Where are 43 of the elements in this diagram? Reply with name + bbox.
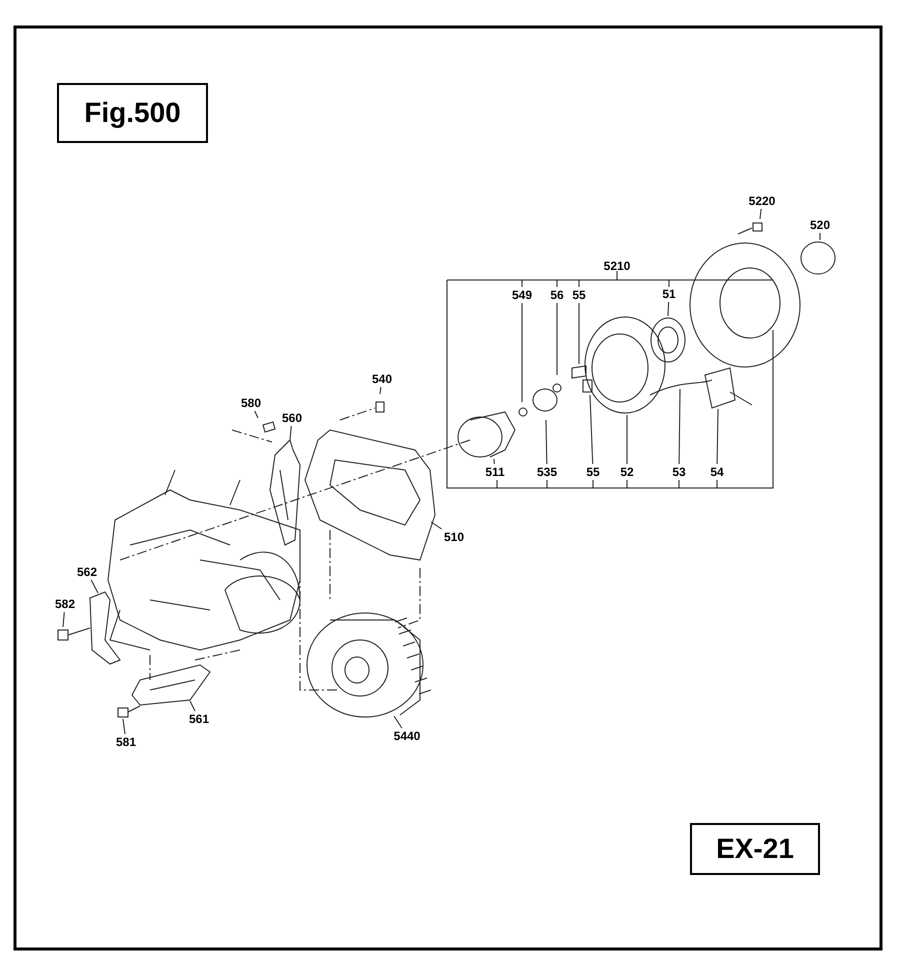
callout-number: 520 <box>810 219 830 231</box>
leader-line <box>494 458 495 464</box>
callout-number: 580 <box>240 397 262 409</box>
callout-number: 582 <box>54 598 76 610</box>
callout-number: 511 <box>485 466 505 478</box>
callout-number: 51 <box>662 288 676 300</box>
leader-line <box>716 408 718 464</box>
callout-number: 5440 <box>394 730 420 742</box>
leader-line <box>190 700 196 712</box>
callout-number: 510 <box>444 531 464 543</box>
leader-line <box>380 386 382 394</box>
callout-number: 549 <box>512 289 532 301</box>
leader-line <box>590 394 594 464</box>
callout-number: 560 <box>282 412 302 424</box>
callout-number: 562 <box>76 566 98 578</box>
callout-number: 561 <box>188 713 210 725</box>
leader-line <box>394 716 402 728</box>
callout-number: 5220 <box>748 195 776 207</box>
leader-line <box>626 414 628 464</box>
callout-number: 53 <box>672 466 686 478</box>
leader-line <box>122 718 126 734</box>
leader-line <box>546 420 548 464</box>
callout-number: 581 <box>116 736 136 748</box>
leader-line <box>668 302 670 316</box>
leader-line <box>430 522 442 530</box>
leader-line <box>678 388 680 464</box>
callout-number: 56 <box>550 289 564 301</box>
leader-line <box>556 302 558 376</box>
leader-line <box>62 612 65 628</box>
leader-line <box>90 580 98 594</box>
callout-number: 5210 <box>604 260 630 272</box>
callout-number: 55 <box>572 289 586 301</box>
figure-title: Fig.500 <box>57 83 208 143</box>
callout-number: 54 <box>710 466 724 478</box>
callout-number: 540 <box>372 373 392 385</box>
callout-number: 52 <box>620 466 634 478</box>
callout-number: 535 <box>536 466 558 478</box>
leader-line <box>290 426 292 440</box>
page-code: EX-21 <box>690 823 820 875</box>
leader-line <box>760 208 762 220</box>
leader-line <box>578 302 580 364</box>
callout-number: 55 <box>586 466 600 478</box>
leader-line <box>254 410 258 418</box>
